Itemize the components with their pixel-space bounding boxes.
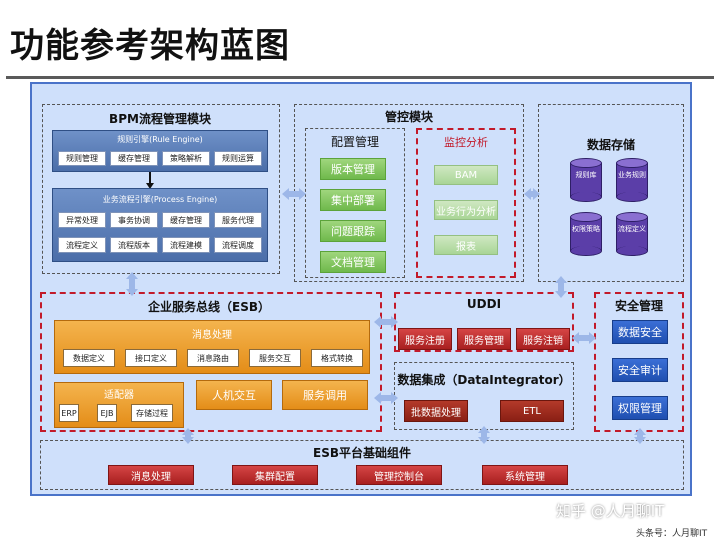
base-item-button[interactable]: 集群配置 (232, 465, 318, 485)
double-arrow-icon (182, 428, 194, 444)
adapter-title: 适配器 (104, 390, 134, 401)
rule-engine-cell: 策略解析 (162, 151, 210, 166)
double-arrow-icon (634, 428, 646, 444)
process-engine-cell: 服务代理 (214, 212, 262, 228)
messaging-cell: 消息路由 (187, 349, 239, 367)
monitor-item-button[interactable]: 报表 (434, 235, 498, 255)
monitor-title: 监控分析 (444, 136, 488, 149)
adapter-panel: 适配器 ERP EJB 存储过程 (54, 382, 184, 428)
integration-item-button[interactable]: ETL (500, 400, 564, 422)
bpm-title: BPM流程管理模块 (109, 112, 211, 126)
database-icon: 业务规则 (616, 158, 648, 202)
database-label: 权限策略 (572, 225, 600, 233)
double-arrow-icon (572, 332, 596, 344)
process-engine-cell: 事务协调 (110, 212, 158, 228)
uddi-item-button[interactable]: 服务注销 (516, 328, 570, 350)
rule-engine-cell: 规则管理 (58, 151, 106, 166)
integration-title: 数据集成（DataIntegrator） (397, 373, 571, 387)
config-item-button[interactable]: 问题跟踪 (320, 220, 386, 242)
config-panel (305, 128, 405, 278)
uddi-title: UDDI (466, 297, 502, 311)
database-label: 规则库 (575, 171, 597, 179)
esb-title: 企业服务总线（ESB） (148, 300, 270, 314)
process-engine-cell: 缓存管理 (162, 212, 210, 228)
double-arrow-icon (374, 316, 398, 328)
config-item-button[interactable]: 版本管理 (320, 158, 386, 180)
database-label: 业务规则 (618, 171, 646, 179)
database-label: 流程定义 (618, 225, 646, 233)
integration-item-button[interactable]: 批数据处理 (404, 400, 468, 422)
base-item-button[interactable]: 系统管理 (482, 465, 568, 485)
double-arrow-icon (126, 272, 138, 296)
messaging-cell: 服务交互 (249, 349, 301, 367)
storage-title: 数据存储 (586, 138, 636, 152)
title-divider (6, 76, 714, 79)
down-arrow-icon (146, 172, 154, 189)
process-engine-title: 业务流程引擎(Process Engine) (102, 195, 218, 204)
base-item-button[interactable]: 消息处理 (108, 465, 194, 485)
bpm-module (42, 104, 280, 274)
database-icon: 流程定义 (616, 212, 648, 256)
messaging-cell: 数据定义 (63, 349, 115, 367)
base-item-button[interactable]: 管理控制台 (356, 465, 442, 485)
double-arrow-icon (282, 188, 306, 200)
control-title: 管控模块 (384, 110, 434, 124)
messaging-panel: 消息处理 数据定义 接口定义 消息路由 服务交互 格式转换 (54, 320, 370, 374)
double-arrow-icon (524, 188, 540, 200)
uddi-item-button[interactable]: 服务注册 (398, 328, 452, 350)
security-title: 安全管理 (614, 299, 664, 313)
process-engine-panel: 业务流程引擎(Process Engine) 异常处理 事务协调 缓存管理 服务… (52, 188, 268, 262)
rule-engine-cell: 规则运算 (214, 151, 262, 166)
watermark-sub: 头条号：人月聊IT (636, 529, 708, 539)
process-engine-cell: 异常处理 (58, 212, 106, 228)
rule-engine-title: 规则引擎(Rule Engine) (117, 135, 203, 144)
service-call-button[interactable]: 服务调用 (282, 380, 368, 410)
process-engine-cell: 流程建模 (162, 237, 210, 253)
human-interaction-button[interactable]: 人机交互 (196, 380, 272, 410)
uddi-item-button[interactable]: 服务管理 (457, 328, 511, 350)
esb-module (40, 292, 382, 432)
monitor-item-button[interactable]: 业务行为分析 (434, 200, 498, 220)
adapter-cell: 存储过程 (131, 404, 173, 422)
database-icon: 规则库 (570, 158, 602, 202)
watermark-main: 知乎 @人月聊IT (556, 502, 665, 520)
security-item-button[interactable]: 安全审计 (612, 358, 668, 382)
storage-module (538, 104, 684, 282)
double-arrow-icon (555, 276, 567, 298)
rule-engine-cell: 缓存管理 (110, 151, 158, 166)
double-arrow-icon (478, 426, 490, 444)
esb-base-module (40, 440, 684, 490)
config-title: 配置管理 (330, 135, 380, 149)
security-item-button[interactable]: 数据安全 (612, 320, 668, 344)
config-item-button[interactable]: 文档管理 (320, 251, 386, 273)
security-item-button[interactable]: 权限管理 (612, 396, 668, 420)
messaging-cell: 格式转换 (311, 349, 363, 367)
rule-engine-panel: 规则引擎(Rule Engine) 规则管理 缓存管理 策略解析 规则运算 (52, 130, 268, 172)
monitor-item-button[interactable]: BAM (434, 165, 498, 185)
double-arrow-icon (374, 392, 398, 404)
config-item-button[interactable]: 集中部署 (320, 189, 386, 211)
esb-base-title: ESB平台基础组件 (313, 446, 411, 460)
process-engine-cell: 流程调度 (214, 237, 262, 253)
process-engine-cell: 流程版本 (110, 237, 158, 253)
messaging-title: 消息处理 (192, 330, 232, 341)
adapter-cell: ERP (59, 404, 79, 422)
database-icon: 权限策略 (570, 212, 602, 256)
page-title: 功能参考架构蓝图 (10, 26, 290, 66)
process-engine-cell: 流程定义 (58, 237, 106, 253)
monitor-panel (416, 128, 516, 278)
messaging-cell: 接口定义 (125, 349, 177, 367)
adapter-cell: EJB (97, 404, 117, 422)
